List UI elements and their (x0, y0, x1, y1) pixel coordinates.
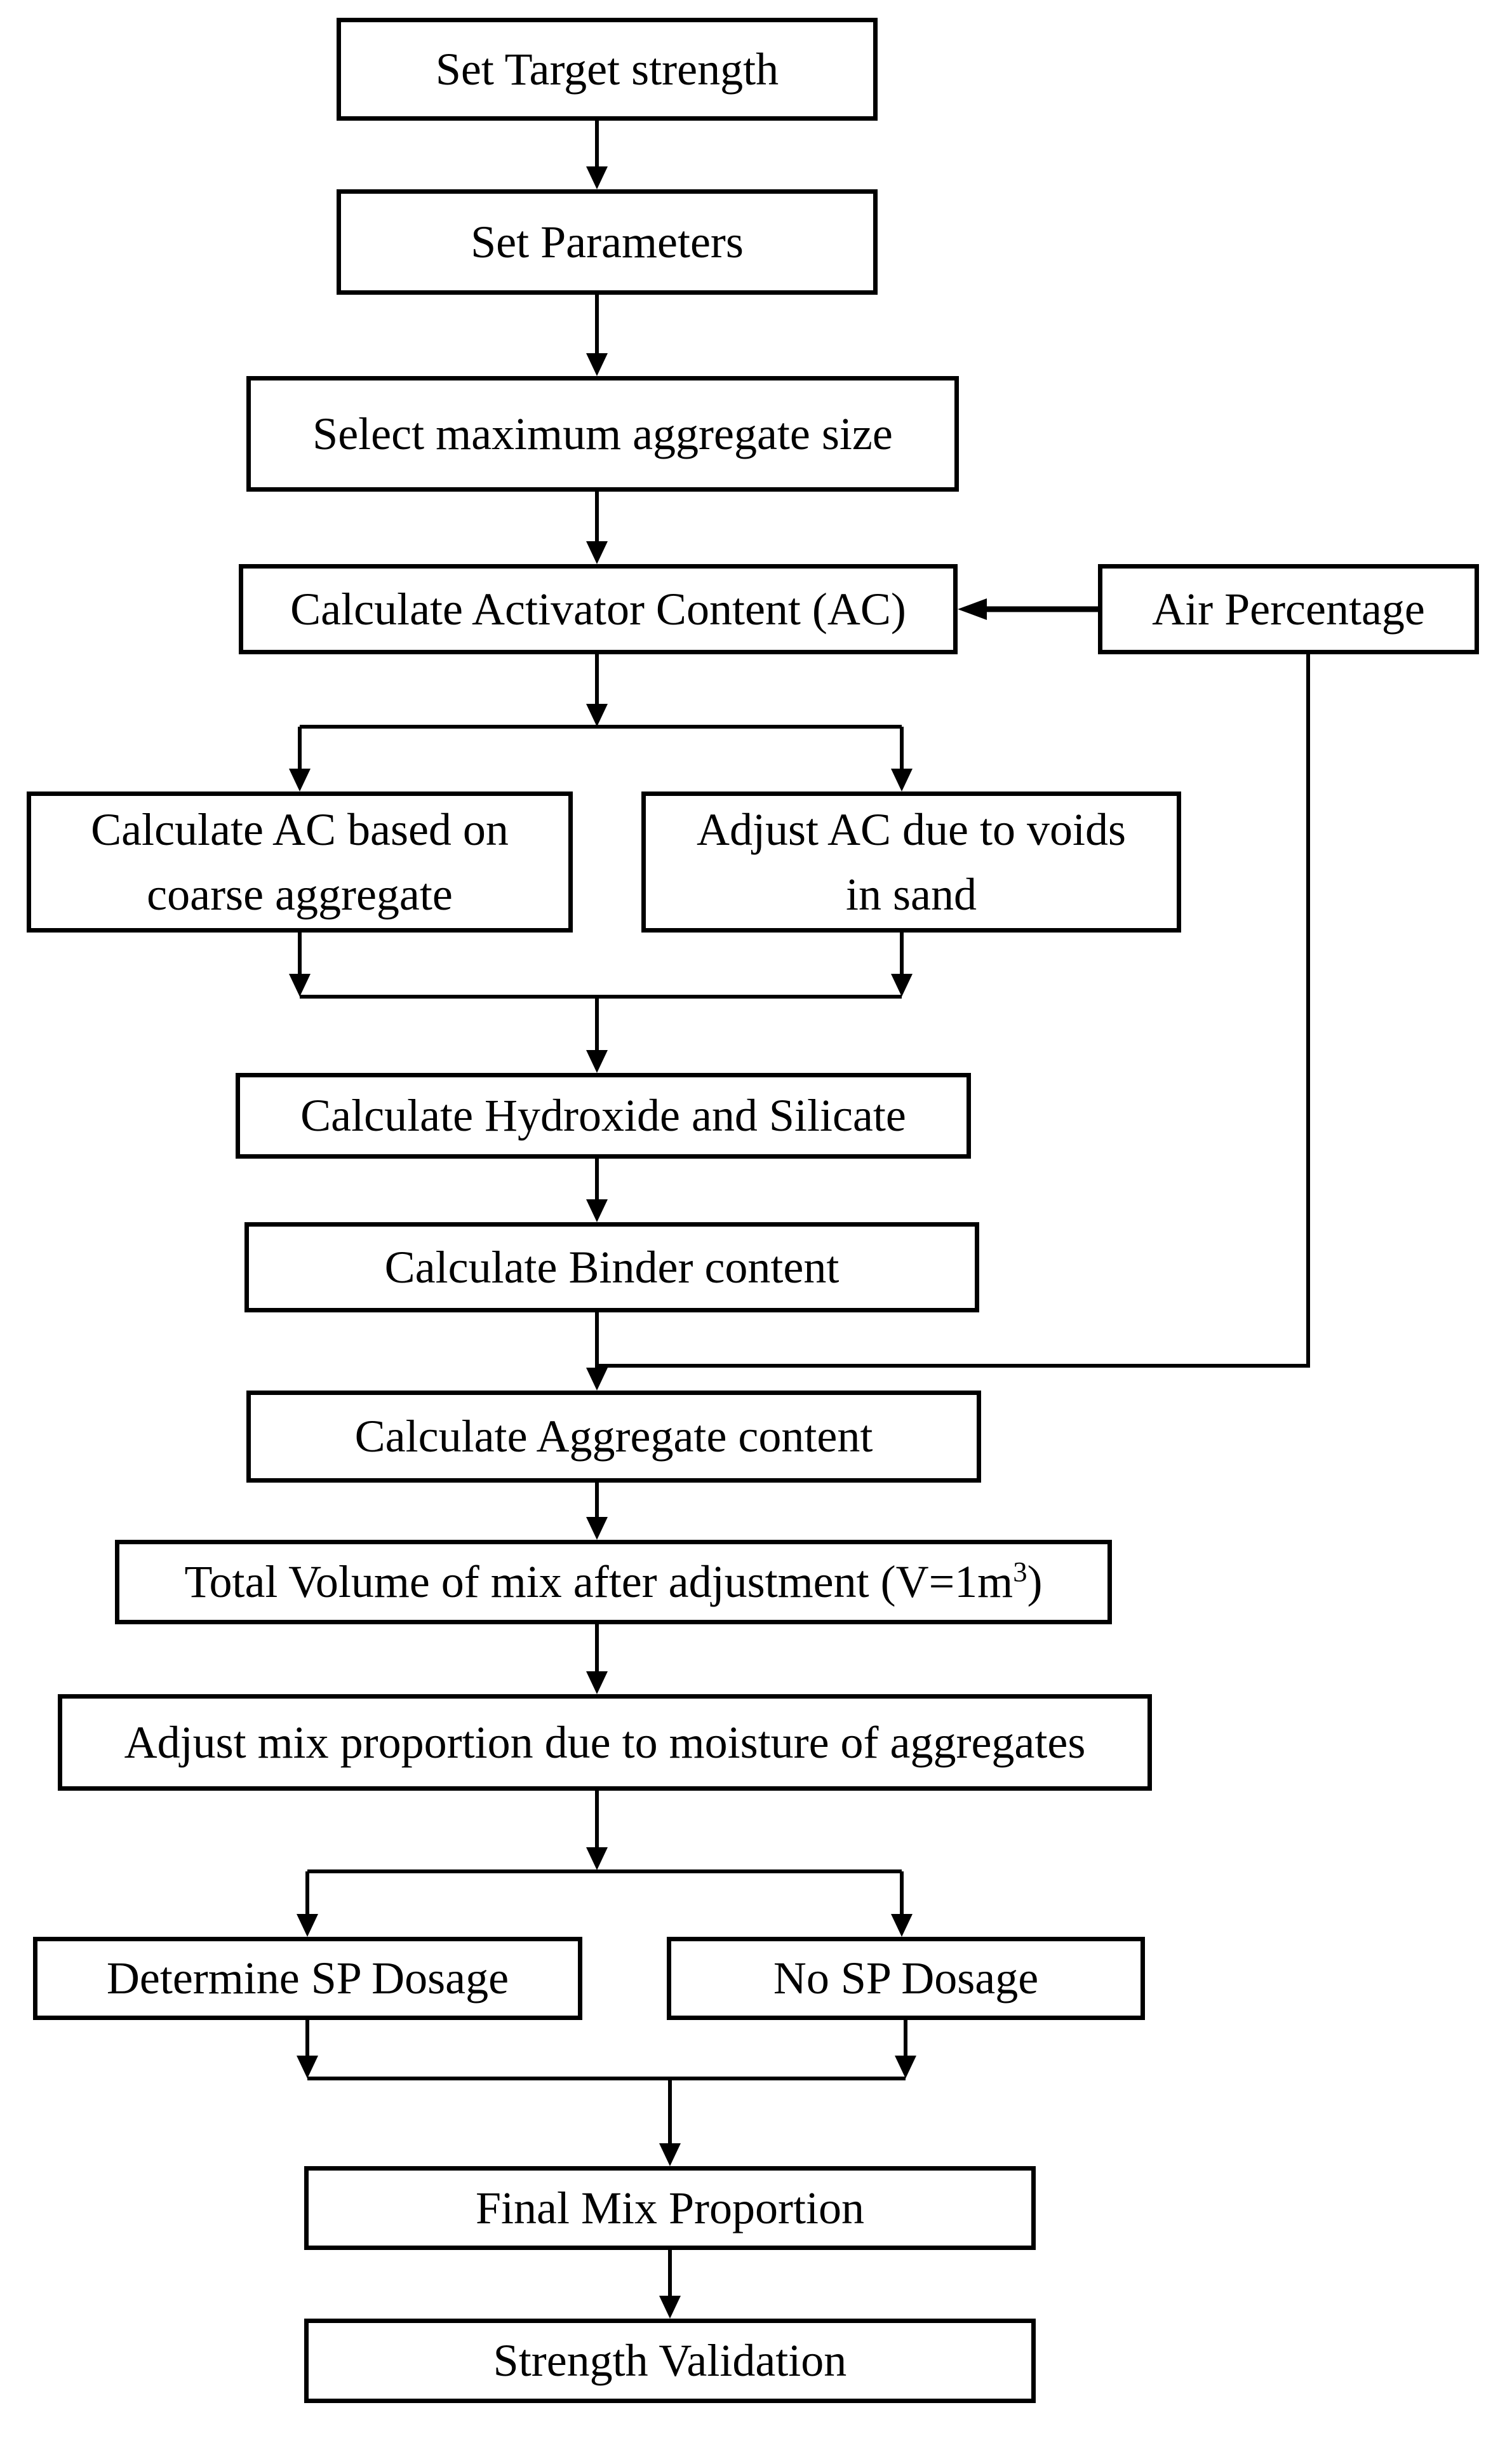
arrowhead-hydroxide-to-binder (586, 1199, 608, 1222)
node-label-prefix: Total Volume of mix after adjustment (V=… (184, 1556, 1014, 1608)
node-set-target-strength: Set Target strength (337, 18, 878, 121)
node-label-suffix: ) (1027, 1556, 1043, 1608)
node-calculate-activator-content: Calculate Activator Content (AC) (239, 564, 958, 654)
node-label: Final Mix Proportion (475, 2182, 865, 2233)
node-final-mix-proportion: Final Mix Proportion (304, 2166, 1036, 2250)
node-label: Total Volume of mix after adjustment (V=… (185, 1549, 1043, 1614)
node-label-line: in sand (846, 869, 977, 920)
node-calculate-ac-coarse-aggregate: Calculate AC based on coarse aggregate (27, 791, 573, 933)
arrowhead-sp-merge-left (297, 2056, 318, 2078)
arrowhead-air-to-activator (958, 598, 987, 620)
arrowhead-parameters-to-select (586, 353, 608, 376)
node-calculate-hydroxide-silicate: Calculate Hydroxide and Silicate (236, 1073, 971, 1159)
arrowhead-split-left-branch (289, 769, 311, 791)
node-strength-validation: Strength Validation (304, 2319, 1036, 2403)
node-label-superscript: 3 (1013, 1556, 1027, 1588)
node-select-maximum-aggregate-size: Select maximum aggregate size (246, 376, 959, 492)
arrowhead-sp-left-branch (297, 1914, 318, 1937)
node-label: Air Percentage (1152, 583, 1425, 635)
arrowhead-moisture-split-stem (586, 1847, 608, 1870)
node-label: Calculate Hydroxide and Silicate (300, 1090, 906, 1142)
node-label: Calculate Activator Content (AC) (290, 583, 906, 635)
node-label-line: coarse aggregate (147, 869, 453, 920)
arrowhead-target-to-parameters (586, 166, 608, 189)
arrowhead-binder-to-aggregate (586, 1368, 608, 1391)
node-label: Select maximum aggregate size (312, 408, 893, 459)
arrowhead-sp-right-branch (891, 1914, 913, 1937)
arrowhead-voids-merge-right (891, 974, 913, 997)
node-adjust-mix-moisture: Adjust mix proportion due to moisture of… (58, 1694, 1152, 1791)
node-label: No SP Dosage (773, 1953, 1039, 2004)
node-label-line: Calculate AC based on (91, 804, 509, 855)
arrowhead-select-to-activator (586, 541, 608, 564)
arrowhead-activator-split-stem (586, 704, 608, 727)
arrowhead-aggregate-to-volume (586, 1517, 608, 1540)
arrowhead-final-to-validation (659, 2296, 681, 2319)
node-air-percentage: Air Percentage (1098, 564, 1479, 654)
node-label: Adjust mix proportion due to moisture of… (124, 1716, 1086, 1768)
node-label: Determine SP Dosage (106, 1953, 509, 2004)
arrowhead-merge-to-final (659, 2143, 681, 2166)
node-label: Set Parameters (471, 216, 744, 267)
node-total-volume-after-adjustment: Total Volume of mix after adjustment (V=… (115, 1540, 1112, 1624)
node-label: Strength Validation (493, 2335, 847, 2387)
node-determine-sp-dosage: Determine SP Dosage (33, 1937, 582, 2020)
node-label: Calculate Aggregate content (354, 1411, 873, 1462)
node-label: Calculate Binder content (384, 1241, 840, 1293)
arrowhead-sp-merge-right (895, 2056, 916, 2078)
arrowhead-volume-to-moisture (586, 1671, 608, 1694)
node-label-line: Adjust AC due to voids (696, 804, 1127, 855)
arrowhead-coarse-merge-left (289, 974, 311, 997)
node-adjust-ac-voids-in-sand: Adjust AC due to voids in sand (641, 791, 1181, 933)
node-calculate-binder-content: Calculate Binder content (244, 1222, 979, 1312)
node-calculate-aggregate-content: Calculate Aggregate content (246, 1391, 981, 1483)
arrowhead-merge-to-hydroxide (586, 1050, 608, 1073)
arrowhead-split-right-branch (891, 769, 913, 791)
node-no-sp-dosage: No SP Dosage (667, 1937, 1145, 2020)
node-set-parameters: Set Parameters (337, 189, 878, 295)
node-label: Set Target strength (435, 43, 779, 95)
